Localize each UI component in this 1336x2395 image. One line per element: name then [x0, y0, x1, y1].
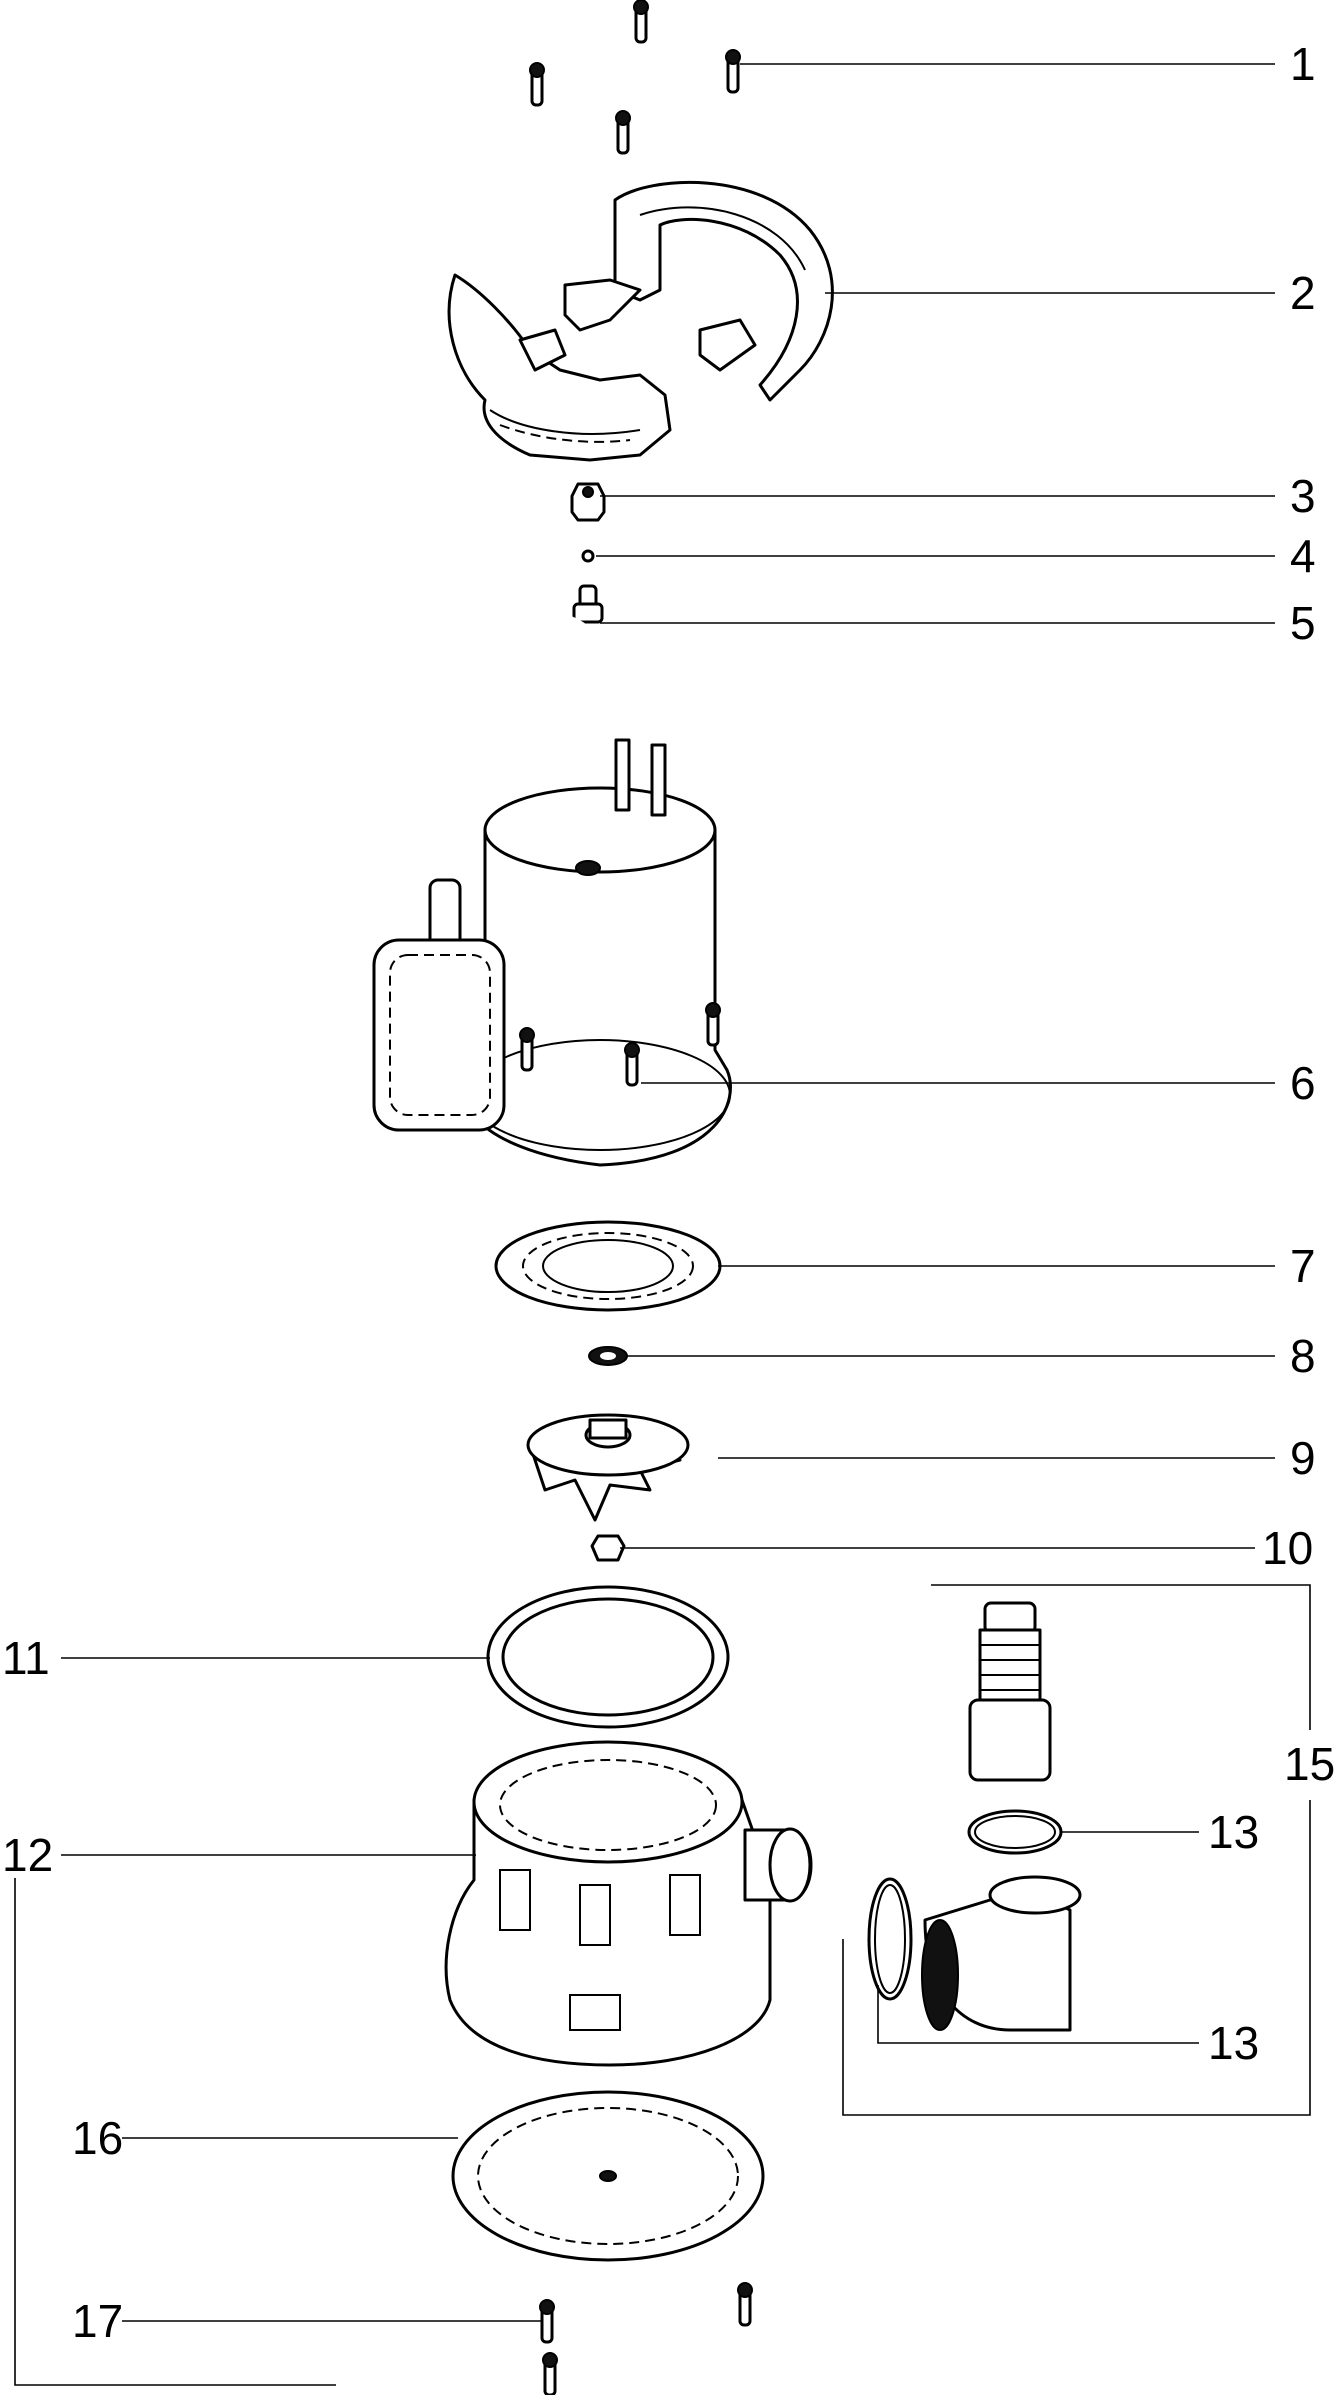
label-6: 6	[1290, 1057, 1316, 1109]
part-4-ball	[581, 549, 595, 563]
label-9: 9	[1290, 1432, 1316, 1484]
label-16: 16	[72, 2112, 123, 2164]
part-15-elbow	[921, 1875, 1082, 2032]
label-15: 15	[1284, 1738, 1335, 1790]
part-3-nut	[570, 482, 606, 522]
part-10-nut	[590, 1534, 626, 1562]
part-15-connector	[968, 1601, 1052, 1782]
part-labels: 1 2 3 4 5 6 7 8 9 10 11 12 13 13 15 16 1…	[2, 38, 1335, 2347]
label-3: 3	[1290, 470, 1316, 522]
part-6-motor-housing	[372, 611, 732, 1167]
label-8: 8	[1290, 1330, 1316, 1382]
part-5-valve	[572, 584, 604, 624]
label-4: 4	[1290, 530, 1316, 582]
part-13-o-ring-upper	[967, 1809, 1063, 1855]
part-12-pump-housing	[444, 1740, 813, 2067]
label-17: 17	[72, 2295, 123, 2347]
leader-lines	[14, 63, 1311, 2386]
label-1: 1	[1290, 38, 1316, 90]
label-10: 10	[1262, 1522, 1313, 1574]
part-11-gasket	[486, 1585, 730, 1729]
part-9-impeller	[526, 1413, 690, 1522]
part-17-screws	[538, 2281, 754, 2395]
label-13-upper: 13	[1208, 1806, 1259, 1858]
label-7: 7	[1290, 1240, 1316, 1292]
label-11: 11	[2, 1632, 50, 1684]
part-1-screws	[528, 0, 742, 155]
part-8-washer	[588, 1346, 628, 1366]
part-16-base-plate	[451, 2090, 765, 2262]
label-5: 5	[1290, 597, 1316, 649]
part-7-seal-plate	[494, 1220, 722, 1312]
label-2: 2	[1290, 267, 1316, 319]
part-2-handle	[447, 180, 834, 462]
label-13-lower: 13	[1208, 2017, 1259, 2069]
label-12: 12	[2, 1829, 53, 1881]
part-13-o-ring-lower	[867, 1877, 913, 2001]
